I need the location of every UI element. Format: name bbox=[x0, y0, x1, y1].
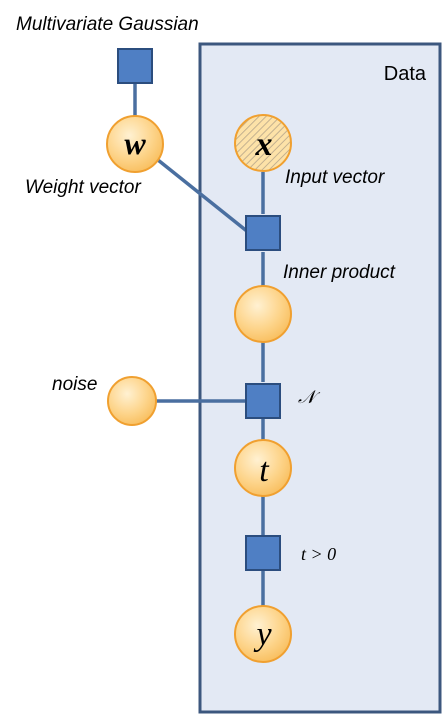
noise-factor bbox=[245, 383, 281, 419]
y-symbol: y bbox=[253, 616, 272, 653]
x-label: Input vector bbox=[285, 167, 385, 188]
inner-product-label: Inner product bbox=[283, 262, 396, 283]
edge-w-inner bbox=[156, 158, 250, 234]
noise-node bbox=[107, 376, 157, 426]
w-label: Weight vector bbox=[25, 177, 141, 198]
latent-node bbox=[234, 285, 292, 343]
prior-factor bbox=[117, 48, 153, 84]
t-symbol: t bbox=[259, 452, 270, 489]
t-node bbox=[234, 439, 292, 497]
threshold-factor bbox=[245, 535, 281, 571]
edges bbox=[133, 82, 265, 606]
inner-product-factor bbox=[245, 215, 281, 251]
x-symbol: x bbox=[255, 126, 273, 163]
plate-label: Data bbox=[384, 63, 427, 85]
w-node bbox=[106, 115, 164, 173]
y-node bbox=[234, 605, 292, 663]
threshold-label: t > 0 bbox=[301, 544, 336, 564]
prior-label: Multivariate Gaussian bbox=[16, 14, 199, 35]
x-node bbox=[234, 114, 292, 172]
noise-label: noise bbox=[52, 374, 97, 395]
w-symbol: w bbox=[124, 125, 146, 161]
